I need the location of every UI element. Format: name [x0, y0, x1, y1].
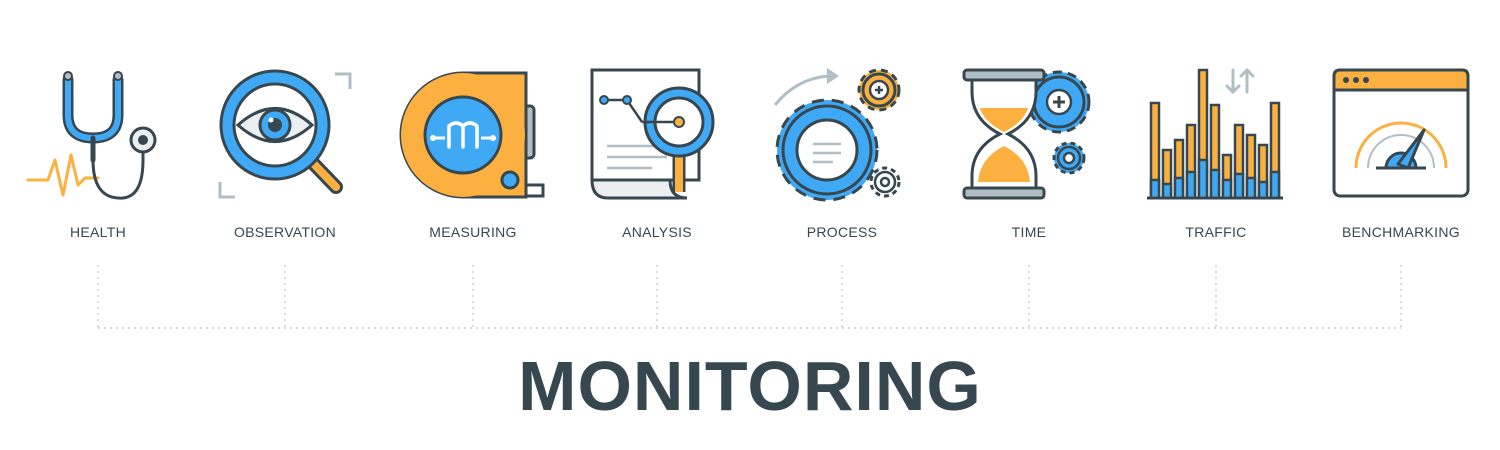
item-traffic: TRAFFIC [1126, 60, 1306, 240]
item-label: HEALTH [70, 224, 126, 240]
item-label: TRAFFIC [1185, 224, 1247, 240]
item-label: BENCHMARKING [1342, 224, 1460, 240]
gears-icon [773, 68, 901, 202]
item-health: HEALTH [8, 60, 188, 240]
page-title: MONITORING [518, 347, 982, 425]
item-label: TIME [1011, 224, 1047, 240]
browser-gauge-icon [1332, 68, 1470, 198]
document-magnifier-icon [590, 68, 715, 200]
item-analysis: ANALYSIS [567, 60, 747, 240]
item-process: PROCESS [752, 60, 932, 240]
item-benchmarking: BENCHMARKING [1311, 60, 1491, 240]
hourglass-gear-icon [962, 68, 1091, 200]
item-time: TIME [939, 60, 1119, 240]
item-label: PROCESS [806, 224, 878, 240]
traffic-bar-chart-icon [1147, 67, 1283, 200]
item-observation: OBSERVATION [195, 60, 375, 240]
tape-measure-icon [399, 71, 545, 199]
item-label: OBSERVATION [233, 224, 337, 240]
item-measuring: MEASURING [383, 60, 563, 240]
magnifier-eye-icon [218, 69, 352, 199]
item-label: MEASURING [429, 224, 517, 240]
item-label: ANALYSIS [622, 224, 692, 240]
stethoscope-icon [26, 71, 157, 200]
